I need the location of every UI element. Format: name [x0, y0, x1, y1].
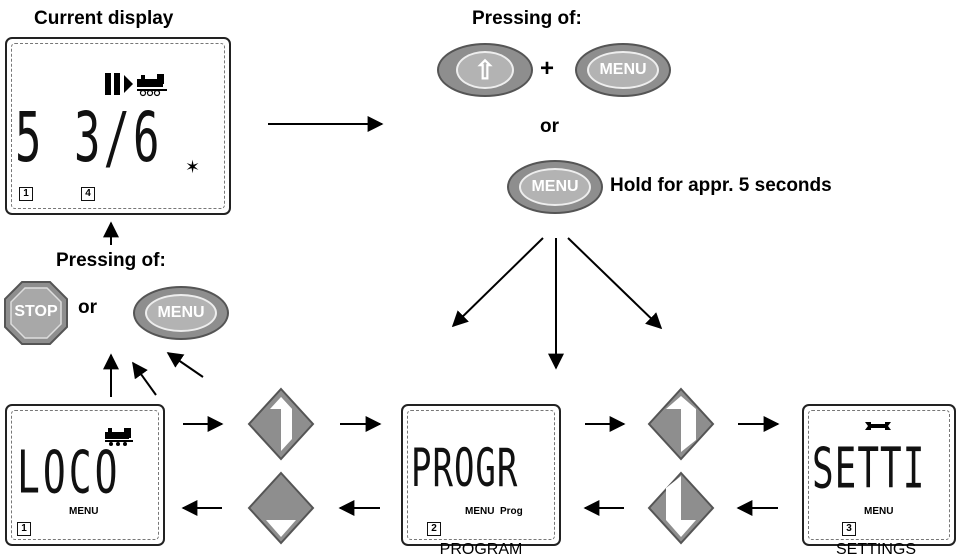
arrow-to-left [451, 237, 544, 328]
program-caption: PROGRAM [439, 541, 523, 558]
navigation-diamond-icon[interactable] [247, 471, 315, 545]
menu-button-left[interactable]: MENU [133, 286, 229, 340]
settings-caption: SETTINGS [835, 541, 916, 558]
navigation-diamond-icon[interactable] [647, 471, 715, 545]
setti-display-index: 3 [842, 522, 856, 536]
loco-display-menu: MENU [69, 506, 99, 517]
current-display-digits: 5 3/6 [15, 99, 163, 179]
current-display-lcd: 5 3/6 ✶ 1 4 [5, 37, 231, 215]
menu-button-top[interactable]: MENU [575, 43, 671, 97]
or-label-top: or [540, 116, 559, 137]
pressing-of-title: Pressing of: [472, 8, 582, 29]
hold-label: Hold for appr. 5 seconds [610, 175, 832, 196]
loco-display-text: LOCO [17, 438, 121, 507]
plus-sign: + [540, 55, 555, 82]
or-label-left: or [78, 297, 97, 318]
setti-display-text: SETTI [812, 438, 926, 502]
star-icon: ✶ [185, 157, 201, 177]
arrow-up-icon: ⇧ [456, 51, 514, 89]
play-icon [105, 73, 167, 97]
progr-display-index: 2 [427, 522, 441, 536]
arrow-to-right [567, 237, 663, 330]
arrow-up-2 [132, 361, 157, 396]
stop-button-label: STOP [14, 303, 58, 320]
arrow-up-button[interactable]: ⇧ [437, 43, 533, 97]
menu-button-hold[interactable]: MENU [507, 160, 603, 214]
loco-display[interactable]: LOCO MENU 1 [5, 404, 165, 546]
pressing-of-left-title: Pressing of: [56, 250, 166, 271]
progr-display-text: PROGR [411, 438, 519, 500]
wrench-icon [865, 422, 891, 430]
progr-display-menu: MENU Prog [465, 506, 523, 517]
current-display-title: Current display [34, 8, 174, 29]
navigation-diamond-icon[interactable] [647, 387, 715, 461]
progr-display[interactable]: PROGR MENU Prog 2 [401, 404, 561, 546]
loco-display-index: 1 [17, 522, 31, 536]
stop-button[interactable] [4, 281, 68, 345]
display-index-1: 1 [19, 187, 33, 201]
display-index-4: 4 [81, 187, 95, 201]
arrow-up-3 [166, 352, 204, 378]
navigation-diamond-icon[interactable] [247, 387, 315, 461]
setti-display[interactable]: SETTI MENU 3 [802, 404, 956, 546]
locomotive-icon [137, 74, 167, 97]
locomotive-icon [105, 428, 133, 446]
setti-display-menu: MENU [864, 506, 894, 517]
